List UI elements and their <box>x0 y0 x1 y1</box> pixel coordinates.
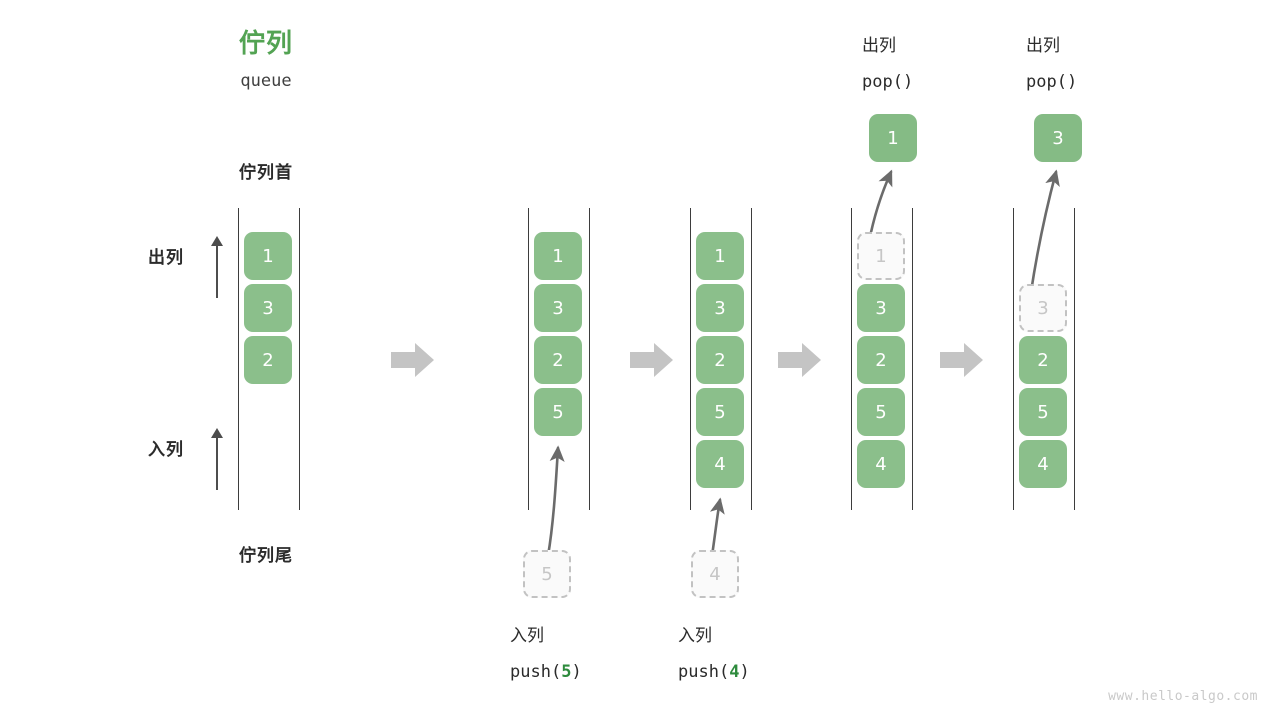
dequeue-label: 出列 <box>148 248 184 268</box>
queue-cell: 2 <box>534 336 582 384</box>
code-arg: 4 <box>729 662 740 682</box>
dequeue-direction-arrow <box>209 236 225 298</box>
queue-cell: 4 <box>1019 440 1067 488</box>
diagram-title-cn: 佇列 <box>238 29 293 59</box>
queue-cell: 1 <box>696 232 744 280</box>
pop-1-label-code: pop() <box>862 72 914 92</box>
step-arrow-icon <box>778 342 822 378</box>
push-4-motion-arrow <box>709 497 725 558</box>
pop-3-label-code: pop() <box>1026 72 1078 92</box>
pop-3-label-cn: 出列 <box>1026 36 1060 56</box>
incoming-ghost-cell: 5 <box>523 550 571 598</box>
popped-cell: 3 <box>1034 114 1082 162</box>
queue-cell-ghost: 3 <box>1019 284 1067 332</box>
rail-left <box>851 208 852 510</box>
pop-1-label-cn: 出列 <box>862 36 896 56</box>
rail-left <box>238 208 239 510</box>
pop-3-motion-arrow <box>1029 169 1060 294</box>
queue-cell: 5 <box>1019 388 1067 436</box>
code-prefix: push( <box>510 662 562 682</box>
queue-cell: 4 <box>857 440 905 488</box>
diagram-title-en: queue <box>240 71 292 91</box>
queue-cell: 5 <box>857 388 905 436</box>
pop-3-top-label: 出列 pop() <box>1026 28 1077 100</box>
step-arrow-icon <box>630 342 674 378</box>
rail-left <box>690 208 691 510</box>
queue-cell: 5 <box>534 388 582 436</box>
incoming-ghost-cell: 4 <box>691 550 739 598</box>
queue-cell: 2 <box>244 336 292 384</box>
watermark: www.hello-algo.com <box>1108 689 1258 704</box>
push-5-caption-code: push(5) <box>510 654 582 690</box>
queue-cell: 2 <box>696 336 744 384</box>
push-4-caption: 入列 push(4) <box>678 618 750 690</box>
enqueue-direction-arrow <box>209 428 225 490</box>
queue-cell-ghost: 1 <box>857 232 905 280</box>
rail-right <box>589 208 590 510</box>
queue-cell: 1 <box>244 232 292 280</box>
queue-cell: 5 <box>696 388 744 436</box>
arrow-head-icon <box>211 428 223 438</box>
queue-cell: 4 <box>696 440 744 488</box>
arrow-shaft <box>216 436 218 490</box>
rail-right <box>751 208 752 510</box>
popped-cell: 1 <box>869 114 917 162</box>
arrow-shaft <box>216 244 218 298</box>
queue-cell: 3 <box>534 284 582 332</box>
code-suffix: ) <box>739 662 750 682</box>
code-suffix: ) <box>571 662 582 682</box>
step-arrow-icon <box>391 342 435 378</box>
push-4-caption-code: push(4) <box>678 654 750 690</box>
code-prefix: push( <box>678 662 730 682</box>
rail-right <box>1074 208 1075 510</box>
step-arrow-icon <box>940 342 984 378</box>
push-4-caption-cn: 入列 <box>678 626 712 646</box>
rail-right <box>912 208 913 510</box>
queue-cell: 3 <box>696 284 744 332</box>
queue-cell: 1 <box>534 232 582 280</box>
queue-head-label: 佇列首 <box>239 163 293 183</box>
queue-cell: 3 <box>857 284 905 332</box>
enqueue-label: 入列 <box>148 440 184 460</box>
code-arg: 5 <box>561 662 572 682</box>
rail-right <box>299 208 300 510</box>
queue-tail-label: 佇列尾 <box>239 546 293 566</box>
push-5-caption: 入列 push(5) <box>510 618 582 690</box>
rail-left <box>528 208 529 510</box>
rail-left <box>1013 208 1014 510</box>
push-5-motion-arrow <box>546 445 565 558</box>
arrow-head-icon <box>211 236 223 246</box>
queue-cell: 2 <box>1019 336 1067 384</box>
push-5-caption-cn: 入列 <box>510 626 544 646</box>
queue-cell: 3 <box>244 284 292 332</box>
pop-1-top-label: 出列 pop() <box>862 28 913 100</box>
queue-cell: 2 <box>857 336 905 384</box>
